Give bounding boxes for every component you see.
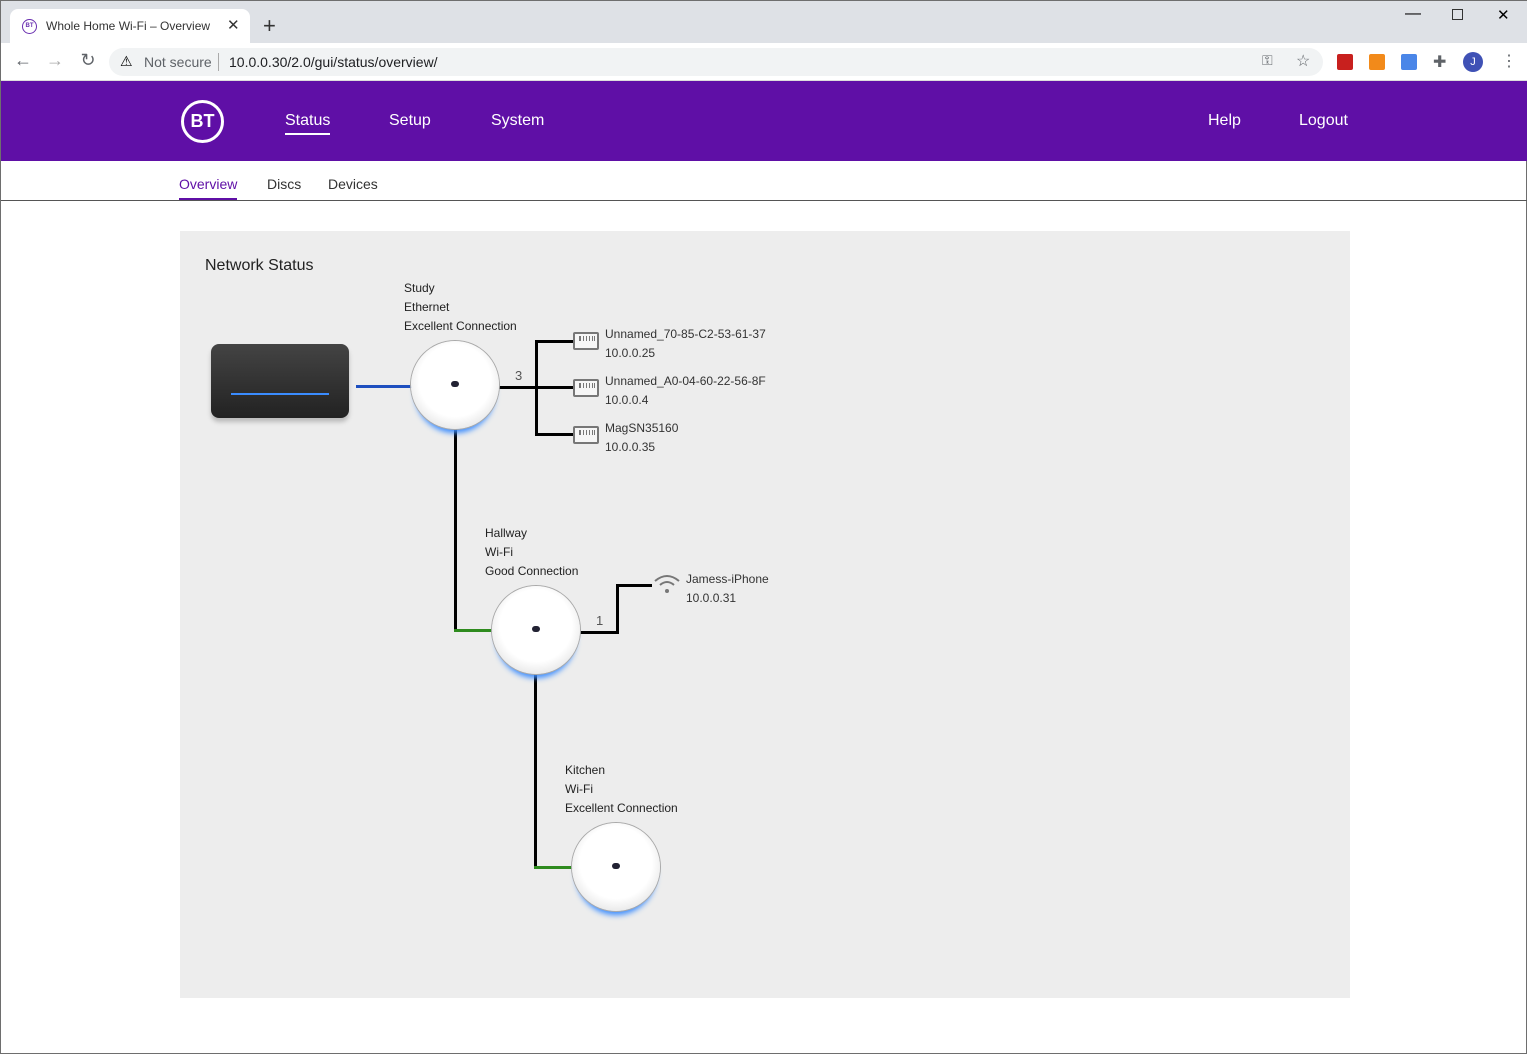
- nav-system[interactable]: System: [491, 112, 545, 129]
- study-hallway-link: [454, 429, 457, 632]
- back-icon[interactable]: ←: [14, 50, 32, 70]
- maximize-icon[interactable]: [1452, 9, 1463, 20]
- device-name: Unnamed_70-85-C2-53-61-37: [605, 327, 766, 341]
- tab-title: Whole Home Wi-Fi – Overview: [46, 19, 211, 33]
- kitchen-label: Kitchen Wi-Fi Excellent Connection: [565, 761, 678, 818]
- hallway-branch-vertical: [616, 584, 619, 634]
- hallway-label: Hallway Wi-Fi Good Connection: [485, 524, 578, 581]
- profile-avatar[interactable]: J: [1463, 52, 1483, 72]
- nav-help[interactable]: Help: [1208, 112, 1241, 129]
- ethernet-link: [356, 385, 412, 388]
- subnav-discs[interactable]: Discs: [267, 176, 302, 192]
- disc-connection-type: Ethernet: [404, 300, 450, 314]
- study-device-count: 3: [515, 368, 523, 383]
- ethernet-port-icon: [573, 426, 599, 444]
- device-name: Unnamed_A0-04-60-22-56-8F: [605, 374, 766, 388]
- ethernet-port-icon: [573, 379, 599, 397]
- device-link-2: [535, 386, 573, 389]
- device-ip: 10.0.0.35: [605, 440, 656, 454]
- device-ip: 10.0.0.4: [605, 393, 649, 407]
- device-link-3: [535, 433, 573, 436]
- nav-setup[interactable]: Setup: [389, 112, 431, 129]
- hallway-disc[interactable]: [492, 586, 580, 674]
- device-link-1: [535, 340, 573, 343]
- pdf-extension-icon[interactable]: [1337, 54, 1353, 70]
- device-item[interactable]: Unnamed_70-85-C2-53-61-37 10.0.0.25: [605, 325, 766, 363]
- study-label: Study Ethernet Excellent Connection: [404, 279, 517, 336]
- subnav-devices[interactable]: Devices: [328, 176, 378, 192]
- shopping-extension-icon[interactable]: [1369, 54, 1385, 70]
- disc-quality: Excellent Connection: [404, 319, 517, 333]
- new-tab-icon[interactable]: +: [263, 13, 276, 38]
- hallway-device-link: [580, 631, 619, 634]
- bt-disc-logo: [451, 381, 459, 387]
- browser-tab[interactable]: BT Whole Home Wi-Fi – Overview ✕: [10, 9, 250, 43]
- device-name: MagSN35160: [605, 421, 679, 435]
- security-label: Not secure: [144, 54, 212, 70]
- router-light: [231, 393, 329, 395]
- menu-icon[interactable]: ⋮: [1501, 53, 1517, 70]
- subnav-overview[interactable]: Overview: [179, 176, 238, 200]
- kitchen-wifi-link: [534, 866, 574, 869]
- router-image: [211, 344, 349, 418]
- disc-connection-type: Wi-Fi: [565, 782, 593, 796]
- bt-favicon: BT: [22, 19, 37, 34]
- close-tab-icon[interactable]: ✕: [227, 17, 240, 34]
- device-item[interactable]: MagSN35160 10.0.0.35: [605, 419, 678, 457]
- disc-name: Hallway: [485, 526, 528, 540]
- address-bar[interactable]: ⚠ Not secure 10.0.0.30/2.0/gui/status/ov…: [109, 48, 1323, 76]
- study-device-link: [499, 386, 537, 389]
- device-name: Jamess-iPhone: [686, 572, 769, 586]
- disc-quality: Good Connection: [485, 564, 579, 578]
- translate-extension-icon[interactable]: [1401, 54, 1417, 70]
- divider: [218, 53, 219, 71]
- network-status-panel: [180, 231, 1350, 998]
- hallway-device-count: 1: [596, 613, 604, 628]
- disc-name: Study: [404, 281, 435, 295]
- reload-icon[interactable]: ↻: [80, 50, 96, 70]
- close-window-icon[interactable]: ✕: [1497, 7, 1510, 24]
- hallway-kitchen-link: [534, 674, 537, 869]
- ethernet-port-icon: [573, 332, 599, 350]
- nav-logout[interactable]: Logout: [1299, 112, 1348, 129]
- bt-disc-logo: [612, 863, 620, 869]
- puzzle-icon[interactable]: ✚: [1433, 54, 1447, 71]
- site-header: BT Status Setup System Help Logout: [1, 81, 1527, 161]
- disc-quality: Excellent Connection: [565, 801, 678, 815]
- forward-icon[interactable]: →: [46, 50, 64, 70]
- sub-navigation: Overview Discs Devices: [1, 161, 1527, 201]
- minimize-icon[interactable]: —: [1405, 5, 1421, 22]
- bt-logo[interactable]: BT: [181, 100, 224, 143]
- url-text: 10.0.0.30/2.0/gui/status/overview/: [229, 54, 438, 70]
- warning-icon: ⚠: [120, 53, 133, 69]
- nav-status[interactable]: Status: [285, 112, 331, 135]
- bt-disc-logo: [532, 626, 540, 632]
- wifi-icon: [653, 571, 681, 599]
- disc-name: Kitchen: [565, 763, 606, 777]
- key-icon[interactable]: ⚿: [1262, 52, 1273, 68]
- study-disc[interactable]: [411, 341, 499, 429]
- disc-connection-type: Wi-Fi: [485, 545, 513, 559]
- device-item[interactable]: Unnamed_A0-04-60-22-56-8F 10.0.0.4: [605, 372, 766, 410]
- device-item[interactable]: Jamess-iPhone 10.0.0.31: [686, 570, 769, 608]
- hallway-wifi-link: [454, 629, 494, 632]
- device-ip: 10.0.0.25: [605, 346, 656, 360]
- device-ip: 10.0.0.31: [686, 591, 737, 605]
- panel-title: Network Status: [205, 257, 314, 274]
- iphone-link: [616, 584, 652, 587]
- tab-strip: [1, 1, 1527, 43]
- star-icon[interactable]: ☆: [1296, 53, 1311, 70]
- kitchen-disc[interactable]: [572, 823, 660, 911]
